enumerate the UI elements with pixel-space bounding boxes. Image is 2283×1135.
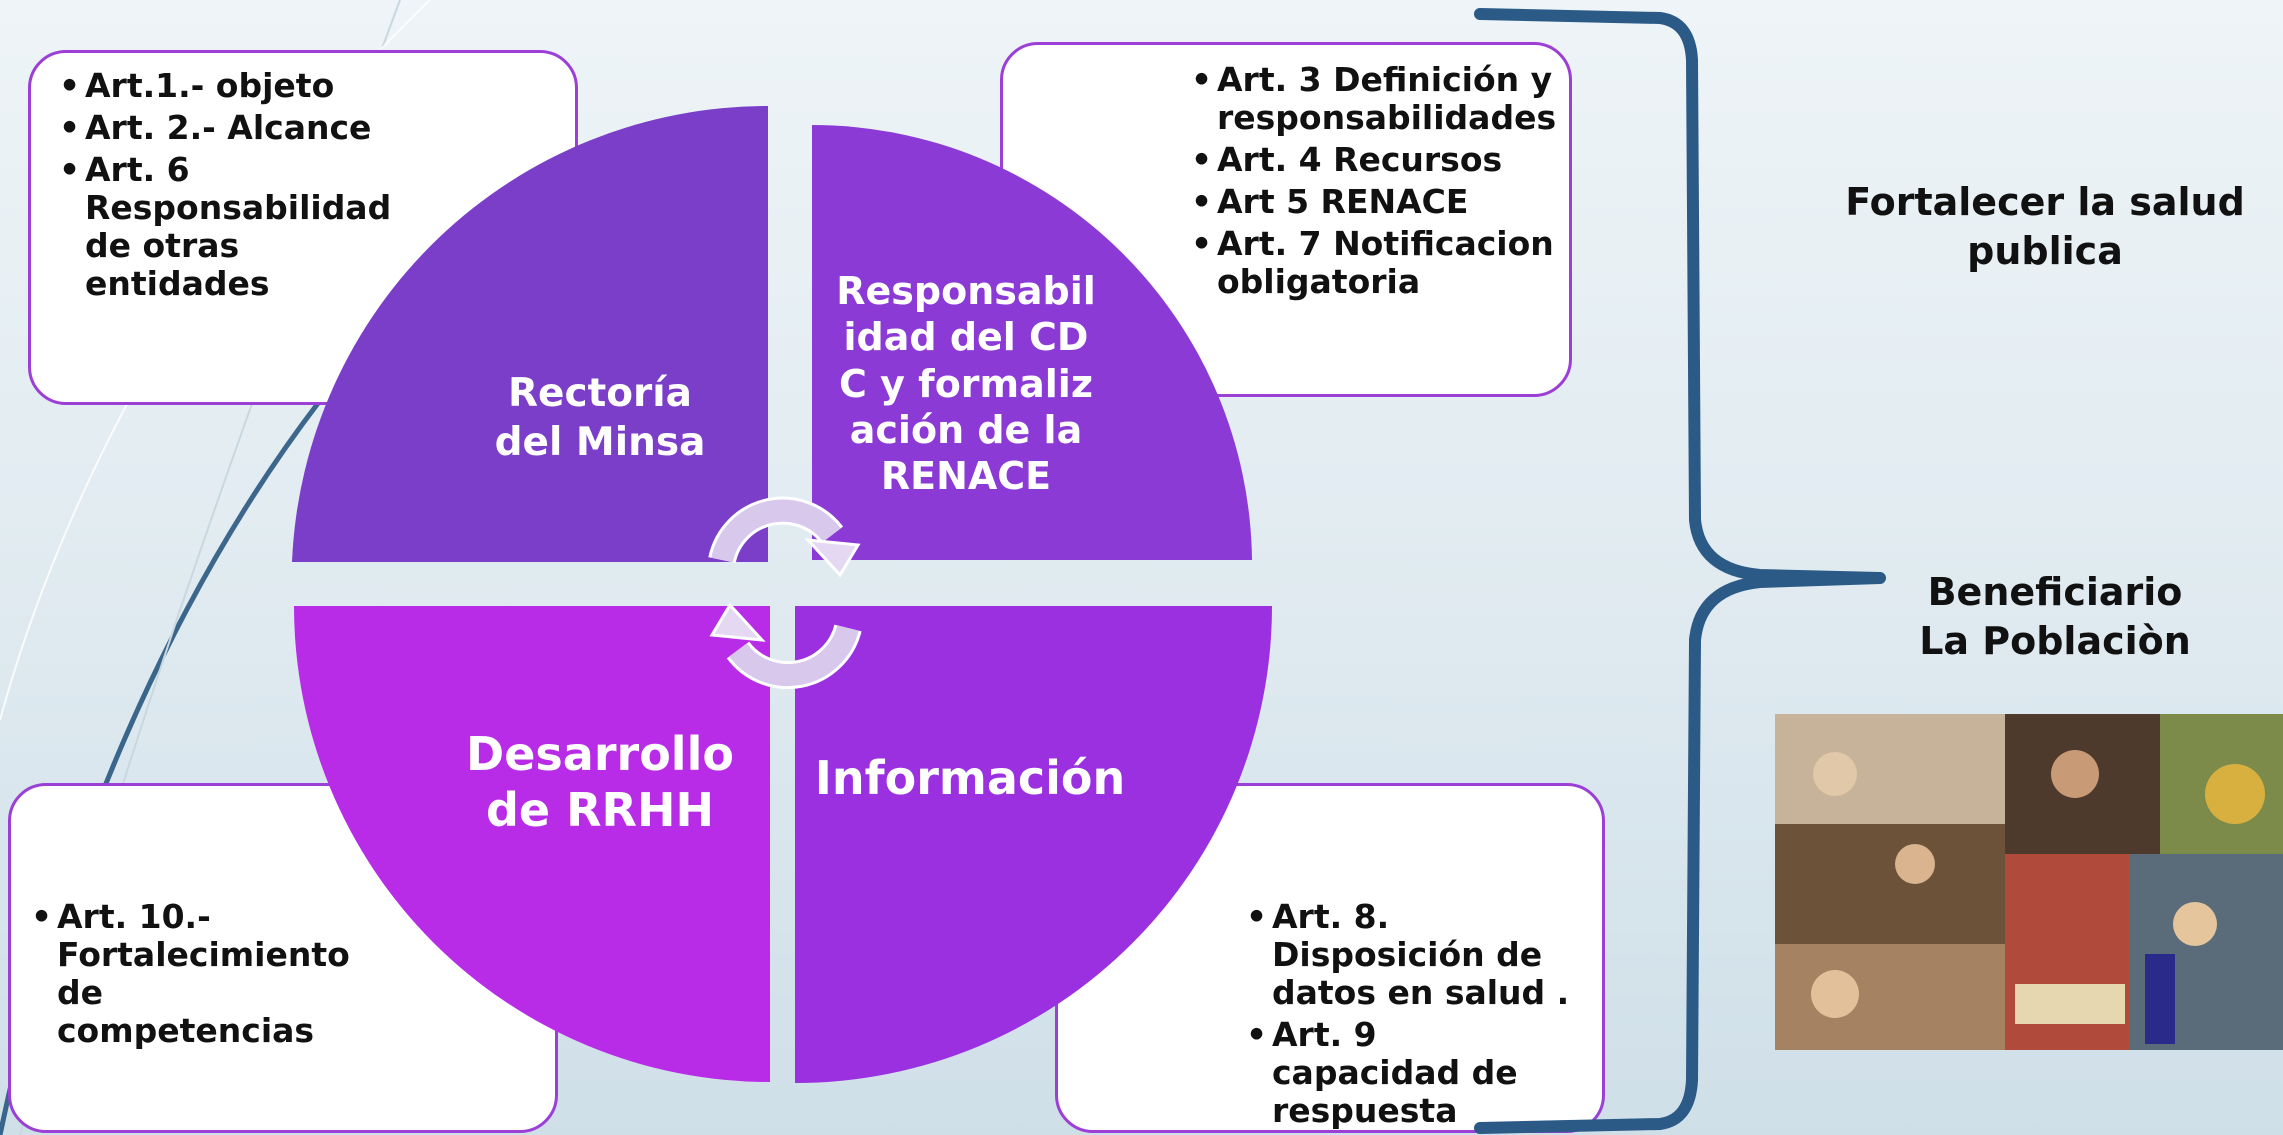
article-item: Art. 10.- Fortalecimiento de competencia… — [31, 898, 350, 1050]
cycle-arrow-bottom-icon — [726, 624, 862, 690]
articles-box-bottom-right: Art. 8. Disposición de datos en salud . … — [1055, 783, 1605, 1133]
population-photo-collage — [1775, 714, 2283, 1050]
quadrant-label-informacion: Información — [814, 751, 1126, 805]
beneficiary-text: Beneficiario La Poblaciòn — [1919, 570, 2191, 663]
quadrant-bottom-left — [294, 606, 770, 1082]
right-brace-icon — [1474, 8, 1886, 1134]
cycle-arrow-top-head-icon — [804, 538, 861, 578]
article-item: Art 5 RENACE — [1191, 182, 1561, 221]
articles-list-top-right: Art. 3 Definición y responsabilidades Ar… — [1191, 61, 1561, 305]
article-item: Art.1.- objeto — [59, 67, 419, 105]
quadrant-label-responsabilidad: Responsabilidad del CDC y formalización … — [836, 269, 1096, 499]
quadrant-top-right — [812, 125, 1252, 560]
articles-list-bottom-right: Art. 8. Disposición de datos en salud . … — [1246, 898, 1576, 1134]
cycle-arrow-top-icon — [708, 496, 844, 564]
cycle-arrow-bottom-head-icon — [709, 602, 766, 642]
quadrant-label-desarrollo: Desarrollo de RRHH — [466, 727, 734, 838]
quadrant-bottom-right — [795, 606, 1272, 1083]
quadrant-label-rectoria: Rectoría del Minsa — [494, 371, 706, 465]
article-item: Art. 6 Responsabilidad de otras entidade… — [59, 150, 419, 303]
article-item: Art. 2.- Alcance — [59, 108, 419, 147]
articles-list-bottom-left: Art. 10.- Fortalecimiento de competencia… — [31, 898, 350, 1054]
goal-text: Fortalecer la salud publica — [1845, 180, 2245, 273]
quadrant-top-left — [292, 105, 768, 563]
article-item: Art. 8. Disposición de datos en salud . — [1246, 898, 1576, 1012]
articles-box-top-right: Art. 3 Definición y responsabilidades Ar… — [1000, 42, 1572, 397]
article-item: Art. 4 Recursos — [1191, 140, 1561, 179]
article-item: Art. 7 Notificacion obligatoria — [1191, 224, 1561, 301]
article-item: Art. 3 Definición y responsabilidades — [1191, 61, 1561, 137]
articles-list-top-left: Art.1.- objeto Art. 2.- Alcance Art. 6 R… — [59, 67, 419, 307]
article-item: Art. 9 capacidad de respuesta — [1246, 1015, 1576, 1130]
